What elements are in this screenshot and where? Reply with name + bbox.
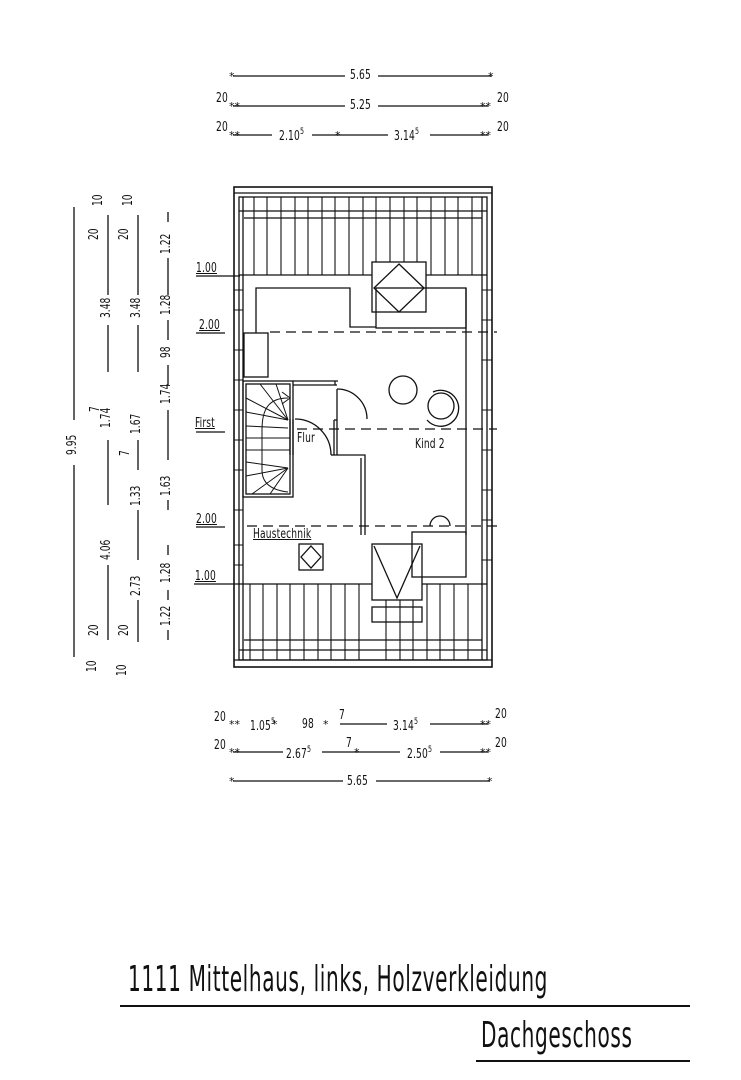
- svg-text:*: *: [354, 746, 360, 759]
- svg-text:*: *: [229, 70, 235, 83]
- dim-left-col3-10b: 10: [115, 664, 130, 676]
- svg-text:*: *: [335, 129, 341, 142]
- dim-top-right-wall-2: 20: [497, 120, 509, 135]
- dim-left-col2-10t: 10: [91, 194, 106, 206]
- dim-bot-total: 5.65: [347, 774, 368, 789]
- dim-left-col3-10t: 10: [121, 194, 136, 206]
- subtitle-underline: [476, 1060, 690, 1062]
- dim-left-col3-20b: 20: [117, 624, 132, 636]
- room-flur: Flur: [297, 431, 315, 446]
- dim-top-left-wall: 20: [216, 91, 228, 106]
- dim-left-col4-122t: 1.22: [159, 233, 174, 254]
- svg-text:**: **: [480, 100, 492, 113]
- dim-left-total: 9.95: [65, 434, 80, 455]
- dim-bot2-seg1: 2.675: [286, 745, 312, 762]
- dim-bot-seg1: 1.055: [250, 717, 276, 734]
- level-1-00-top: 1.00: [196, 261, 217, 276]
- dim-left-col4-122b: 1.22: [159, 605, 174, 626]
- svg-text:**: **: [480, 129, 492, 142]
- svg-text:*: *: [487, 775, 493, 788]
- dim-left-col3-20t: 20: [117, 228, 132, 240]
- dim-top-right-wall: 20: [497, 91, 509, 106]
- level-2-00-bottom: 2.00: [196, 512, 217, 527]
- dim-left-col2-20b: 20: [87, 624, 102, 636]
- dim-left-col4-128b: 1.28: [159, 562, 174, 583]
- level-1-00-bottom: 1.00: [195, 569, 216, 584]
- dim-bot2-seg2: 2.505: [407, 745, 433, 762]
- dim-left-col3-133: 1.33: [129, 485, 144, 506]
- dim-left-col2-20t: 20: [87, 228, 102, 240]
- dim-left-col4-128t: 1.28: [159, 294, 174, 315]
- dim-bot2-right-wall: 20: [495, 736, 507, 751]
- dim-left-col3-348: 3.48: [129, 297, 144, 318]
- svg-text:*: *: [323, 718, 329, 731]
- dim-bot-seg2: 98: [302, 717, 314, 732]
- svg-text:*: *: [229, 775, 235, 788]
- dim-left-col4-98: 98: [159, 346, 174, 358]
- level-first: First: [195, 416, 215, 431]
- room-kind-2: Kind 2: [415, 437, 445, 452]
- svg-text:**: **: [480, 718, 492, 731]
- dim-left-col1-bottom: 10: [85, 660, 100, 672]
- title-underline: [120, 1005, 690, 1007]
- svg-text:**: **: [229, 129, 241, 142]
- drawing-subtitle: Dachgeschoss: [481, 1015, 633, 1056]
- dim-bot2-wall: 7: [346, 736, 352, 751]
- dim-bot-wall: 7: [339, 708, 345, 723]
- svg-text:*: *: [488, 70, 494, 83]
- dim-left-col3-7: 7: [118, 450, 133, 456]
- svg-text:**: **: [229, 718, 241, 731]
- dim-top-inner: 5.25: [350, 98, 371, 113]
- dim-top-total: 5.65: [350, 68, 371, 83]
- dim-bot-right-wall: 20: [495, 707, 507, 722]
- dim-left-col3-273: 2.73: [129, 575, 144, 596]
- dim-left-col3-167: 1.67: [129, 413, 144, 434]
- svg-text:*: *: [272, 718, 278, 731]
- level-2-00-top: 2.00: [199, 318, 220, 333]
- dim-top-seg1: 2.105: [279, 127, 305, 144]
- room-haustechnik: Haustechnik: [253, 527, 312, 542]
- svg-text:**: **: [229, 746, 241, 759]
- dim-bot-seg3: 3.145: [393, 717, 419, 734]
- dim-left-col2-348: 3.48: [99, 297, 114, 318]
- dim-top-left-wall-2: 20: [216, 120, 228, 135]
- dim-bot-left-wall: 20: [214, 710, 226, 725]
- dim-left-col4-163: 1.63: [159, 475, 174, 496]
- dim-left-col2-406: 4.06: [99, 539, 114, 560]
- dim-left-col2-174: 1.74: [99, 407, 114, 428]
- svg-text:**: **: [480, 746, 492, 759]
- dim-top-seg2: 3.145: [394, 127, 420, 144]
- drawing-title: 1111 Mittelhaus, links, Holzverkleidung: [128, 959, 549, 1000]
- svg-text:**: **: [229, 100, 241, 113]
- dim-bot2-left-wall: 20: [214, 738, 226, 753]
- dim-left-col4-174: 1.74: [159, 383, 174, 404]
